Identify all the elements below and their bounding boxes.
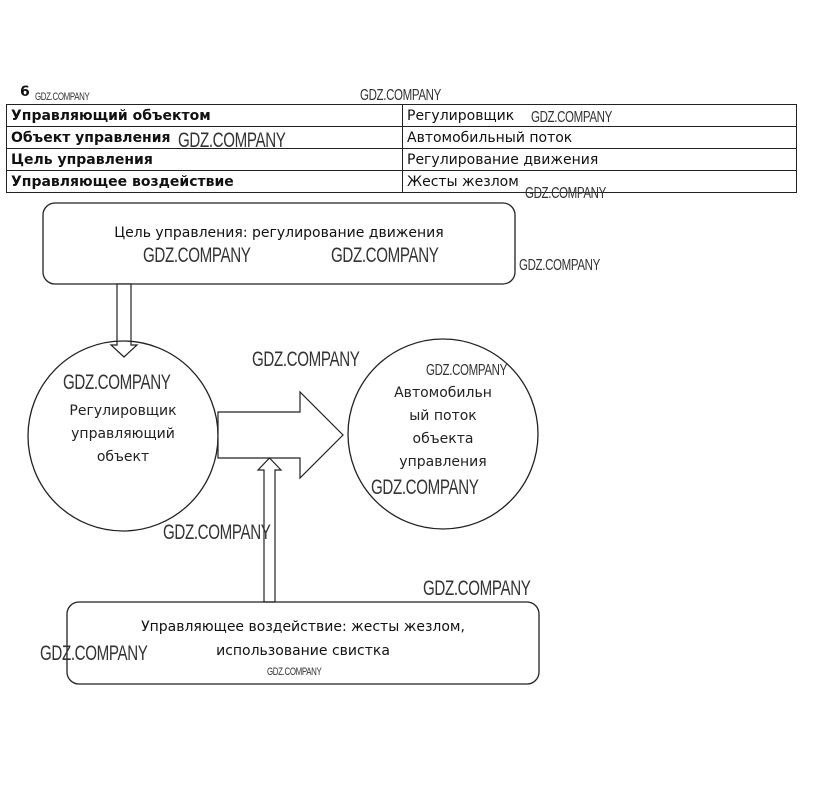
row-value: Регулировщик — [407, 107, 515, 124]
row-key-cell: Управляющее воздействие — [6, 170, 403, 193]
table-row: Управляющий объектом Регулировщик — [6, 104, 797, 127]
control-table: Управляющий объектом Регулировщик Объект … — [6, 104, 797, 193]
action-line: Управляющее воздействие: жесты жезлом, — [141, 619, 465, 635]
object-line: объекта — [412, 431, 474, 447]
row-value: Жесты жезлом — [407, 173, 519, 190]
row-value: Регулирование движения — [407, 151, 599, 168]
watermark: GDZ.COMPANY — [143, 244, 251, 267]
row-value-cell: Регулировщик — [402, 104, 797, 127]
watermark: GDZ.COMPANY — [252, 348, 360, 371]
table-row: Управляющее воздействие Жесты жезлом — [6, 170, 797, 193]
watermark: GDZ.COMPANY — [35, 91, 90, 103]
controller-line: Регулировщик — [69, 403, 177, 419]
row-key: Объект управления — [11, 129, 171, 146]
watermark: GDZ.COMPANY — [40, 642, 148, 665]
row-value: Автомобильный поток — [407, 129, 573, 146]
task-number: 6 — [20, 84, 30, 100]
watermark: GDZ.COMPANY — [63, 371, 171, 394]
row-key: Управляющее воздействие — [11, 173, 234, 190]
table-row: Объект управления Автомобильный поток — [6, 126, 797, 149]
watermark: GDZ.COMPANY — [426, 362, 507, 379]
object-circle-label: Автомобильн ый поток объекта управления — [353, 382, 533, 474]
watermark: GDZ.COMPANY — [267, 666, 322, 678]
watermark: GDZ.COMPANY — [178, 129, 286, 152]
down-arrow — [109, 283, 139, 358]
watermark: GDZ.COMPANY — [163, 521, 271, 544]
action-box — [66, 601, 540, 685]
watermark: GDZ.COMPANY — [331, 244, 439, 267]
watermark: GDZ.COMPANY — [360, 87, 441, 104]
row-key: Управляющий объектом — [11, 107, 211, 124]
row-value-cell: Автомобильный поток — [402, 126, 797, 149]
right-arrow — [217, 390, 344, 480]
object-line: ый поток — [409, 408, 477, 424]
action-line: использование свистка — [216, 643, 390, 659]
row-value-cell: Жесты жезлом — [402, 170, 797, 193]
goal-box-label: Цель управления: регулирование движения — [114, 225, 444, 241]
object-line: управления — [399, 454, 487, 470]
goal-box — [42, 202, 516, 285]
row-key-cell: Объект управления — [6, 126, 403, 149]
watermark: GDZ.COMPANY — [371, 476, 479, 499]
controller-line: управляющий — [71, 426, 175, 442]
watermark: GDZ.COMPANY — [531, 109, 612, 126]
action-box-label: Управляющее воздействие: жесты жезлом, и… — [67, 615, 539, 663]
watermark: GDZ.COMPANY — [423, 577, 531, 600]
watermark: GDZ.COMPANY — [525, 185, 606, 202]
object-line: Автомобильн — [394, 385, 492, 401]
object-circle — [347, 338, 539, 530]
up-arrow — [256, 457, 283, 603]
controller-line: объект — [96, 449, 150, 465]
watermark: GDZ.COMPANY — [519, 257, 600, 274]
goal-box-text: Цель управления: регулирование движения — [43, 225, 515, 241]
controller-circle-label: Регулировщик управляющий объект — [33, 400, 213, 469]
row-key: Цель управления — [11, 151, 153, 168]
